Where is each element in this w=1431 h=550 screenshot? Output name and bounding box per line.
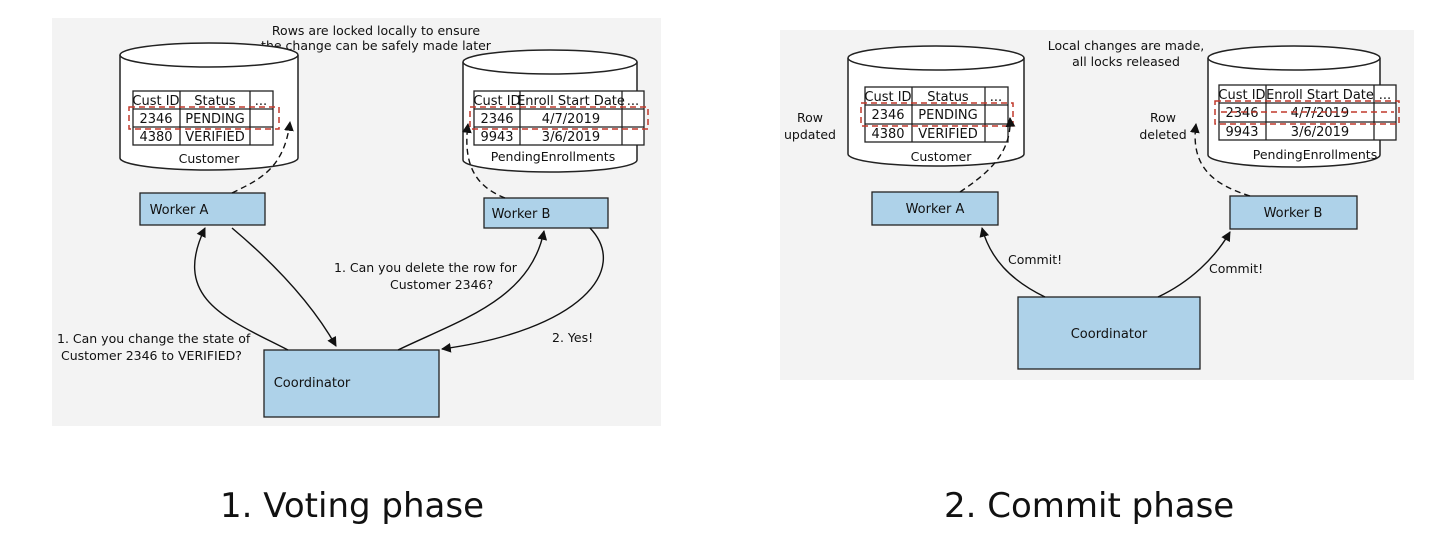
commit-note-line2: all locks released — [1072, 54, 1180, 69]
voting-lock-note-line1: Rows are locked locally to ensure — [272, 23, 480, 38]
lock-highlight — [128, 106, 280, 130]
table-cell: 2346 — [1225, 106, 1258, 121]
commit-enrollments-database: Cust ID Enroll Start Date ... 2346 4/7/2… — [1207, 45, 1400, 168]
voting-coordinator: Coordinator — [263, 349, 440, 418]
worker-b-delete-arrow — [1189, 123, 1251, 197]
voting-customer-database: Cust ID Status ... 2346 PENDING 4380 VER… — [119, 42, 299, 171]
table-cell: 4380 — [139, 130, 172, 145]
coordinator-to-worker-b-arrow — [397, 230, 548, 351]
worker-b-label: Worker B — [492, 207, 551, 222]
commit-phase-caption: 2. Commit phase — [944, 486, 1235, 526]
worker-a-update-arrow — [959, 117, 1016, 193]
table-cell: 4380 — [871, 127, 904, 142]
table-cell: 2346 — [139, 112, 172, 127]
table-header-cell: ... — [255, 94, 267, 109]
worker-b-label: Worker B — [1264, 206, 1323, 221]
voting-enrollments-label: PendingEnrollments — [491, 149, 615, 164]
table-cell: 3/6/2019 — [1291, 125, 1349, 140]
commit-coordinator: Coordinator — [1017, 296, 1201, 370]
yes-answer: 2. Yes! — [552, 330, 593, 345]
commit-enrollments-label: PendingEnrollments — [1253, 147, 1377, 162]
worker-b-to-coordinator-arrow — [441, 227, 605, 353]
table-header-cell: ... — [990, 90, 1002, 105]
voting-enrollments-table: Cust ID Enroll Start Date ... 2346 4/7/2… — [473, 90, 645, 146]
table-header-cell: Cust ID — [473, 94, 520, 109]
table-cell: 4/7/2019 — [542, 112, 600, 127]
commit-worker-a: Worker A — [871, 191, 999, 226]
commit-customer-table: Cust ID Status ... 2346 PENDING 4380 VER… — [864, 86, 1009, 143]
commit-label-b: Commit! — [1209, 261, 1263, 276]
commit-worker-b: Worker B — [1229, 195, 1358, 230]
change-question-line1: 1. Can you change the state of — [57, 331, 251, 346]
commit-enrollments-table: Cust ID Enroll Start Date ... 2346 4/7/2… — [1218, 84, 1397, 141]
table-cell: 3/6/2019 — [542, 130, 600, 145]
row-deleted-line2: deleted — [1139, 127, 1186, 142]
delete-question-line1: 1. Can you delete the row for — [334, 260, 518, 275]
worker-a-label: Worker A — [150, 203, 209, 218]
table-header-cell: ... — [1379, 88, 1391, 103]
table-header-cell: Status — [194, 94, 236, 109]
table-cell: 2346 — [480, 112, 513, 127]
change-question-line2: Customer 2346 to VERIFIED? — [61, 348, 242, 363]
table-cell: PENDING — [185, 112, 244, 127]
table-header-cell: Cust ID — [1218, 88, 1265, 103]
table-header-cell: ... — [627, 94, 639, 109]
delete-question-line2: Customer 2346? — [390, 277, 493, 292]
lock-highlight — [1214, 100, 1400, 125]
coordinator-label: Coordinator — [274, 376, 351, 391]
voting-worker-b: Worker B — [483, 197, 609, 229]
voting-worker-a: Worker A — [139, 192, 266, 226]
table-cell: PENDING — [918, 108, 977, 123]
row-updated-line2: updated — [784, 127, 836, 142]
table-header-cell: Cust ID — [864, 90, 911, 105]
voting-phase-caption: 1. Voting phase — [220, 486, 484, 526]
commit-label-a: Commit! — [1008, 252, 1062, 267]
table-cell: VERIFIED — [185, 130, 245, 145]
coordinator-commit-worker-a-arrow — [979, 227, 1046, 298]
commit-note-line1: Local changes are made, — [1048, 38, 1204, 53]
table-cell: 2346 — [871, 108, 904, 123]
coordinator-commit-worker-b-arrow — [1157, 231, 1231, 298]
table-header-cell: Enroll Start Date — [1266, 88, 1374, 103]
table-cell: 4/7/2019 — [1291, 106, 1349, 121]
table-cell: 9943 — [1225, 125, 1258, 140]
worker-a-label: Worker A — [906, 202, 965, 217]
voting-enrollments-database: Cust ID Enroll Start Date ... 2346 4/7/2… — [462, 49, 649, 173]
lock-highlight — [860, 102, 1014, 127]
voting-lock-note-line2: the change can be safely made later — [261, 38, 492, 53]
commit-customer-label: Customer — [911, 149, 973, 164]
row-deleted-line1: Row — [1150, 110, 1176, 125]
voting-customer-label: Customer — [179, 151, 241, 166]
table-header-cell: Status — [927, 90, 969, 105]
coordinator-to-worker-a-arrow — [193, 227, 289, 351]
table-header-cell: Cust ID — [132, 94, 179, 109]
voting-customer-table: Cust ID Status ... 2346 PENDING 4380 VER… — [132, 90, 274, 146]
commit-customer-database: Cust ID Status ... 2346 PENDING 4380 VER… — [847, 45, 1025, 167]
table-cell: VERIFIED — [918, 127, 978, 142]
table-cell: 9943 — [480, 130, 513, 145]
worker-a-lock-arrow — [231, 121, 294, 194]
worker-a-to-coordinator-arrow — [231, 227, 337, 347]
row-updated-line1: Row — [797, 110, 823, 125]
table-header-cell: Enroll Start Date — [517, 94, 625, 109]
coordinator-label: Coordinator — [1071, 327, 1148, 342]
